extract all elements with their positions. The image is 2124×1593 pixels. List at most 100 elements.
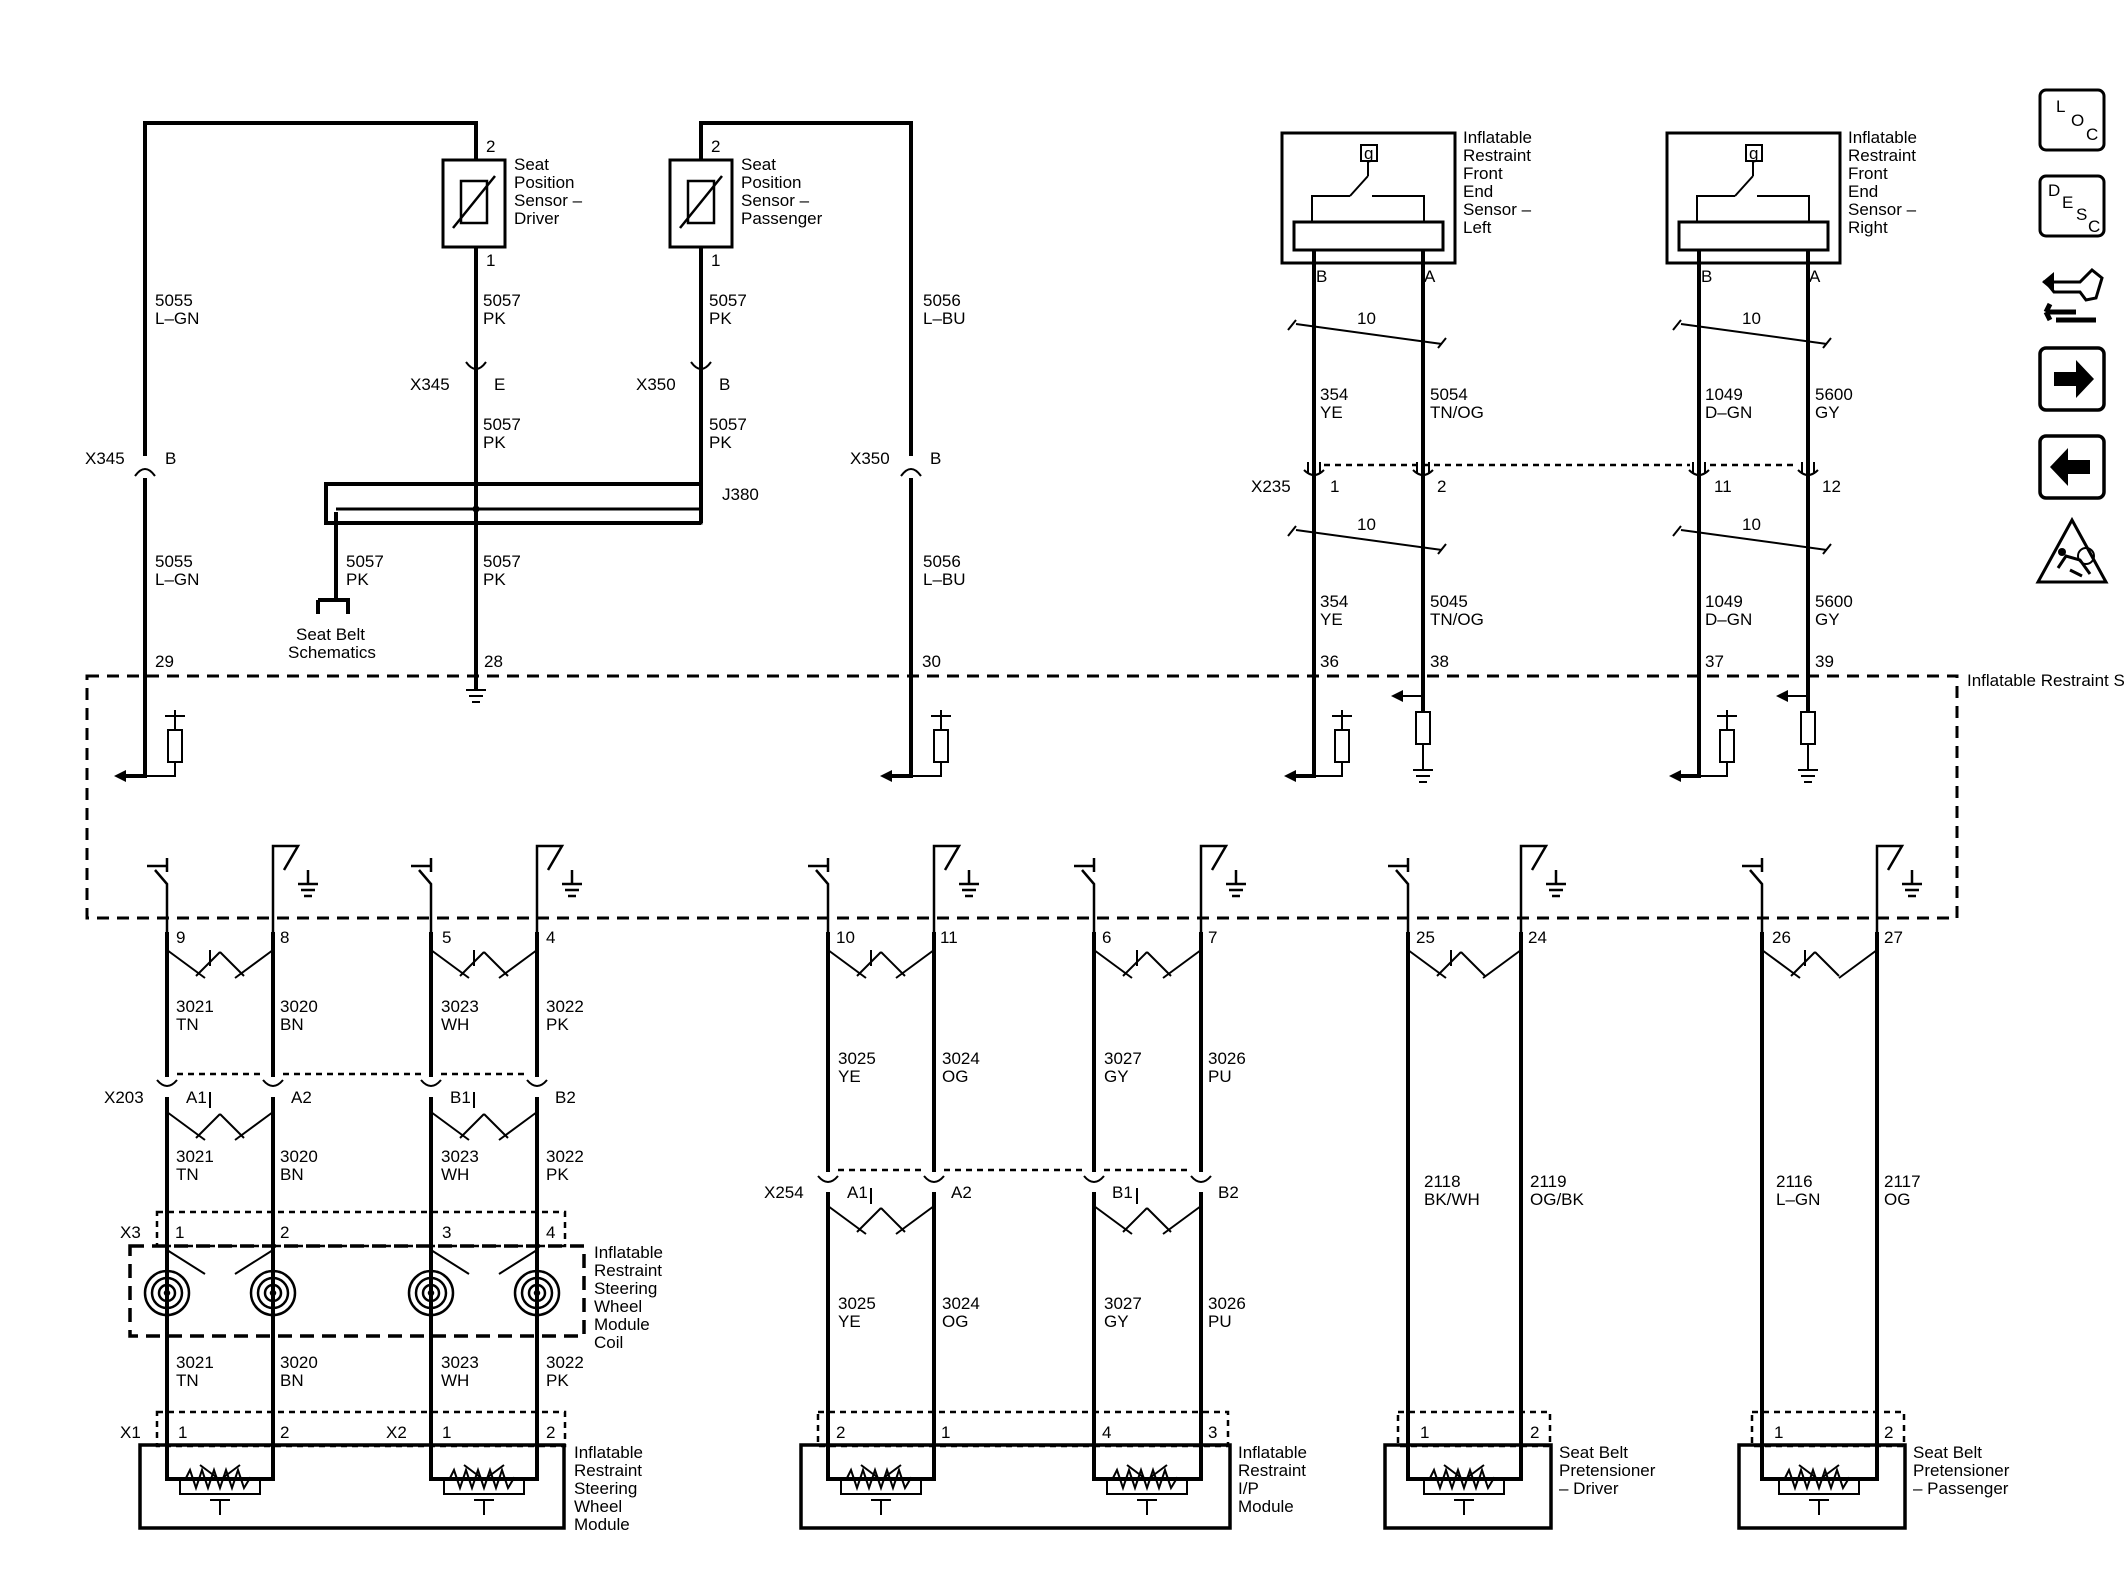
svg-text:S: S [2076, 205, 2087, 224]
svg-text:2: 2 [280, 1423, 289, 1442]
arrow-left-button[interactable] [2038, 434, 2106, 500]
svg-text:5057: 5057 [709, 291, 747, 310]
svg-text:1: 1 [941, 1423, 950, 1442]
seat-belt-schematics-link[interactable]: Seat Belt [296, 625, 365, 644]
svg-text:Driver: Driver [514, 209, 560, 228]
svg-text:3022: 3022 [546, 1147, 584, 1166]
svg-text:GY: GY [1104, 1067, 1129, 1086]
svg-text:12: 12 [1822, 477, 1841, 496]
sdm-pullup-30 [911, 710, 951, 777]
sdm-boundary [85, 674, 1959, 920]
svg-text:B2: B2 [555, 1088, 576, 1107]
svg-text:26: 26 [1772, 928, 1791, 947]
steering-wheel-module: X1 1 2 X2 1 2 Inflatable Restraint Steer… [120, 1410, 643, 1534]
svg-text:2119: 2119 [1530, 1172, 1567, 1191]
wire-5055-bottom [120, 478, 147, 778]
sdm-deploy-switches [147, 844, 1922, 932]
svg-text:2: 2 [546, 1423, 555, 1442]
svg-text:TN: TN [176, 1165, 199, 1184]
svg-text:Front: Front [1848, 164, 1888, 183]
svg-text:A2: A2 [291, 1088, 312, 1107]
steering-wheel-coil: X3 1 2 3 4 Inflatable Restraint Steering… [120, 1210, 663, 1352]
svg-text:WH: WH [441, 1371, 469, 1390]
svg-text:Coil: Coil [594, 1333, 623, 1352]
svg-text:X1: X1 [120, 1423, 141, 1442]
loc-button[interactable]: L O C [2038, 88, 2106, 152]
inline-connector-x345-b: X345 B [85, 449, 176, 477]
svg-text:3020: 3020 [280, 997, 318, 1016]
svg-text:O: O [2071, 111, 2084, 130]
airbag-warning-icon[interactable] [2035, 516, 2109, 584]
svg-text:3023: 3023 [441, 1147, 479, 1166]
svg-text:OG/BK: OG/BK [1530, 1190, 1585, 1209]
svg-text:3022: 3022 [546, 1353, 584, 1372]
svg-text:Position: Position [514, 173, 574, 192]
svg-text:5057: 5057 [483, 291, 521, 310]
svg-text:3026: 3026 [1208, 1049, 1246, 1068]
sdm-label: Inflatable Restraint Sensing and Diagnos… [1967, 671, 2124, 690]
svg-text:5045: 5045 [1430, 592, 1468, 611]
svg-text:5055: 5055 [155, 291, 193, 310]
svg-text:1: 1 [175, 1223, 184, 1242]
svg-text:1: 1 [1774, 1423, 1783, 1442]
svg-text:PK: PK [546, 1165, 569, 1184]
svg-text:X345: X345 [410, 375, 450, 394]
svg-text:25: 25 [1416, 928, 1435, 947]
svg-text:X350: X350 [636, 375, 676, 394]
svg-text:10: 10 [1357, 515, 1376, 534]
svg-text:X2: X2 [386, 1423, 407, 1442]
svg-text:OG: OG [1884, 1190, 1910, 1209]
svg-text:X254: X254 [764, 1183, 804, 1202]
svg-text:PK: PK [546, 1371, 569, 1390]
svg-text:Front: Front [1463, 164, 1503, 183]
svg-text:6: 6 [1102, 928, 1111, 947]
svg-text:8: 8 [280, 928, 289, 947]
svg-text:2: 2 [711, 137, 720, 156]
svg-text:2: 2 [1437, 477, 1446, 496]
svg-text:5054: 5054 [1430, 385, 1468, 404]
svg-text:10: 10 [1742, 515, 1761, 534]
diagnostic-hands-icon[interactable] [2042, 267, 2104, 323]
svg-text:Restraint: Restraint [1848, 146, 1916, 165]
svg-text:TN/OG: TN/OG [1430, 610, 1484, 629]
svg-text:24: 24 [1528, 928, 1547, 947]
svg-text:Seat Belt: Seat Belt [1913, 1443, 1982, 1462]
svg-text:L: L [2056, 97, 2065, 116]
lower-wires [165, 932, 1879, 1445]
arrow-right-button[interactable] [2038, 346, 2106, 412]
svg-text:2: 2 [1884, 1423, 1893, 1442]
svg-text:OG: OG [942, 1312, 968, 1331]
svg-text:9: 9 [176, 928, 185, 947]
svg-text:5057: 5057 [483, 552, 521, 571]
svg-text:10: 10 [1357, 309, 1376, 328]
svg-text:27: 27 [1884, 928, 1903, 947]
wire-5057-seatbelt [316, 512, 350, 614]
svg-text:B1: B1 [1112, 1183, 1133, 1202]
svg-text:Wheel: Wheel [594, 1297, 642, 1316]
svg-text:YE: YE [1320, 610, 1343, 629]
svg-text:– Passenger: – Passenger [1913, 1479, 2009, 1498]
svg-text:Restraint: Restraint [1463, 146, 1531, 165]
svg-text:10: 10 [1742, 309, 1761, 328]
svg-text:3021: 3021 [176, 1353, 214, 1372]
svg-text:Seat Belt: Seat Belt [1559, 1443, 1628, 1462]
desc-button[interactable]: D E S C [2038, 174, 2106, 238]
wire-354 [1290, 250, 1316, 778]
svg-text:L–GN: L–GN [1776, 1190, 1820, 1209]
wire-5056-bottom [886, 478, 913, 778]
connector-x254: X254 A1 A2 B1 B2 [764, 1168, 1239, 1235]
arrow-30 [880, 770, 892, 782]
svg-text:X203: X203 [104, 1088, 144, 1107]
svg-text:1049: 1049 [1705, 385, 1743, 404]
svg-text:X3: X3 [120, 1223, 141, 1242]
svg-text:3021: 3021 [176, 1147, 214, 1166]
svg-text:3025: 3025 [838, 1049, 876, 1068]
svg-text:E: E [2062, 193, 2073, 212]
svg-text:3024: 3024 [942, 1049, 980, 1068]
sdm-front-circuits [1314, 690, 1818, 783]
svg-text:C: C [2088, 217, 2100, 236]
svg-text:Seat: Seat [741, 155, 776, 174]
svg-text:TN/OG: TN/OG [1430, 403, 1484, 422]
